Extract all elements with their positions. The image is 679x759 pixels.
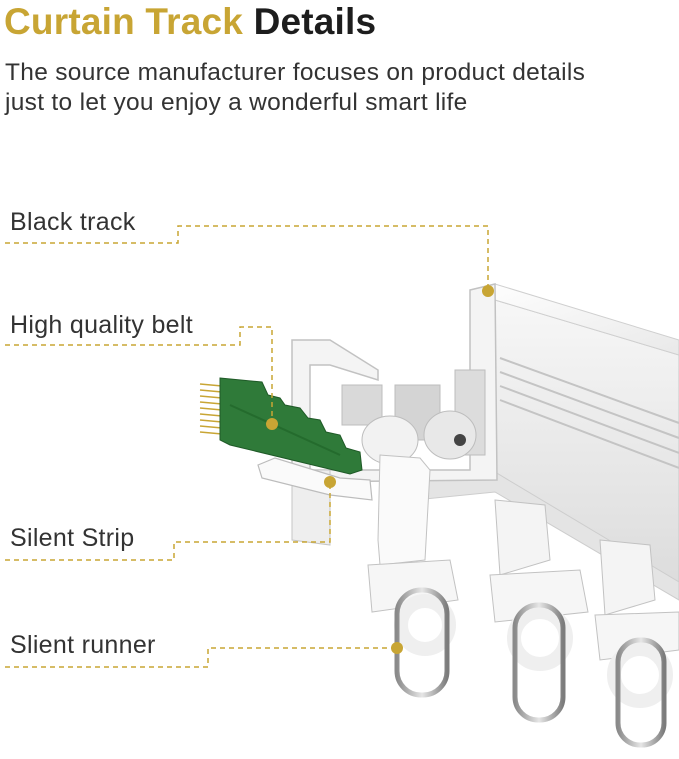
page-title: Curtain Track Details [4,0,376,44]
callout-runner: Slient runner [10,631,156,659]
title-highlight: Curtain Track [4,1,244,42]
runner-front [361,410,477,698]
callout-belt: High quality belt [10,311,193,339]
callout-silent-strip: Silent Strip [10,524,135,552]
marker-runner [391,642,403,654]
belt-pins [199,383,223,435]
callout-black-track: Black track [10,208,136,236]
silent-strip [257,457,373,501]
marker-belt [266,418,278,430]
leader-silent-strip [5,483,331,561]
runner-back [594,539,679,748]
track-body [291,283,679,601]
title-rest: Details [253,1,377,42]
marker-silent-strip [324,476,336,488]
leader-runner [5,647,396,668]
belt [199,377,363,475]
runner-middle [489,499,589,723]
leader-belt [5,326,273,422]
leader-black-track [5,225,489,290]
page-subtitle: The source manufacturer focuses on produ… [5,59,586,116]
marker-black-track [482,285,494,297]
